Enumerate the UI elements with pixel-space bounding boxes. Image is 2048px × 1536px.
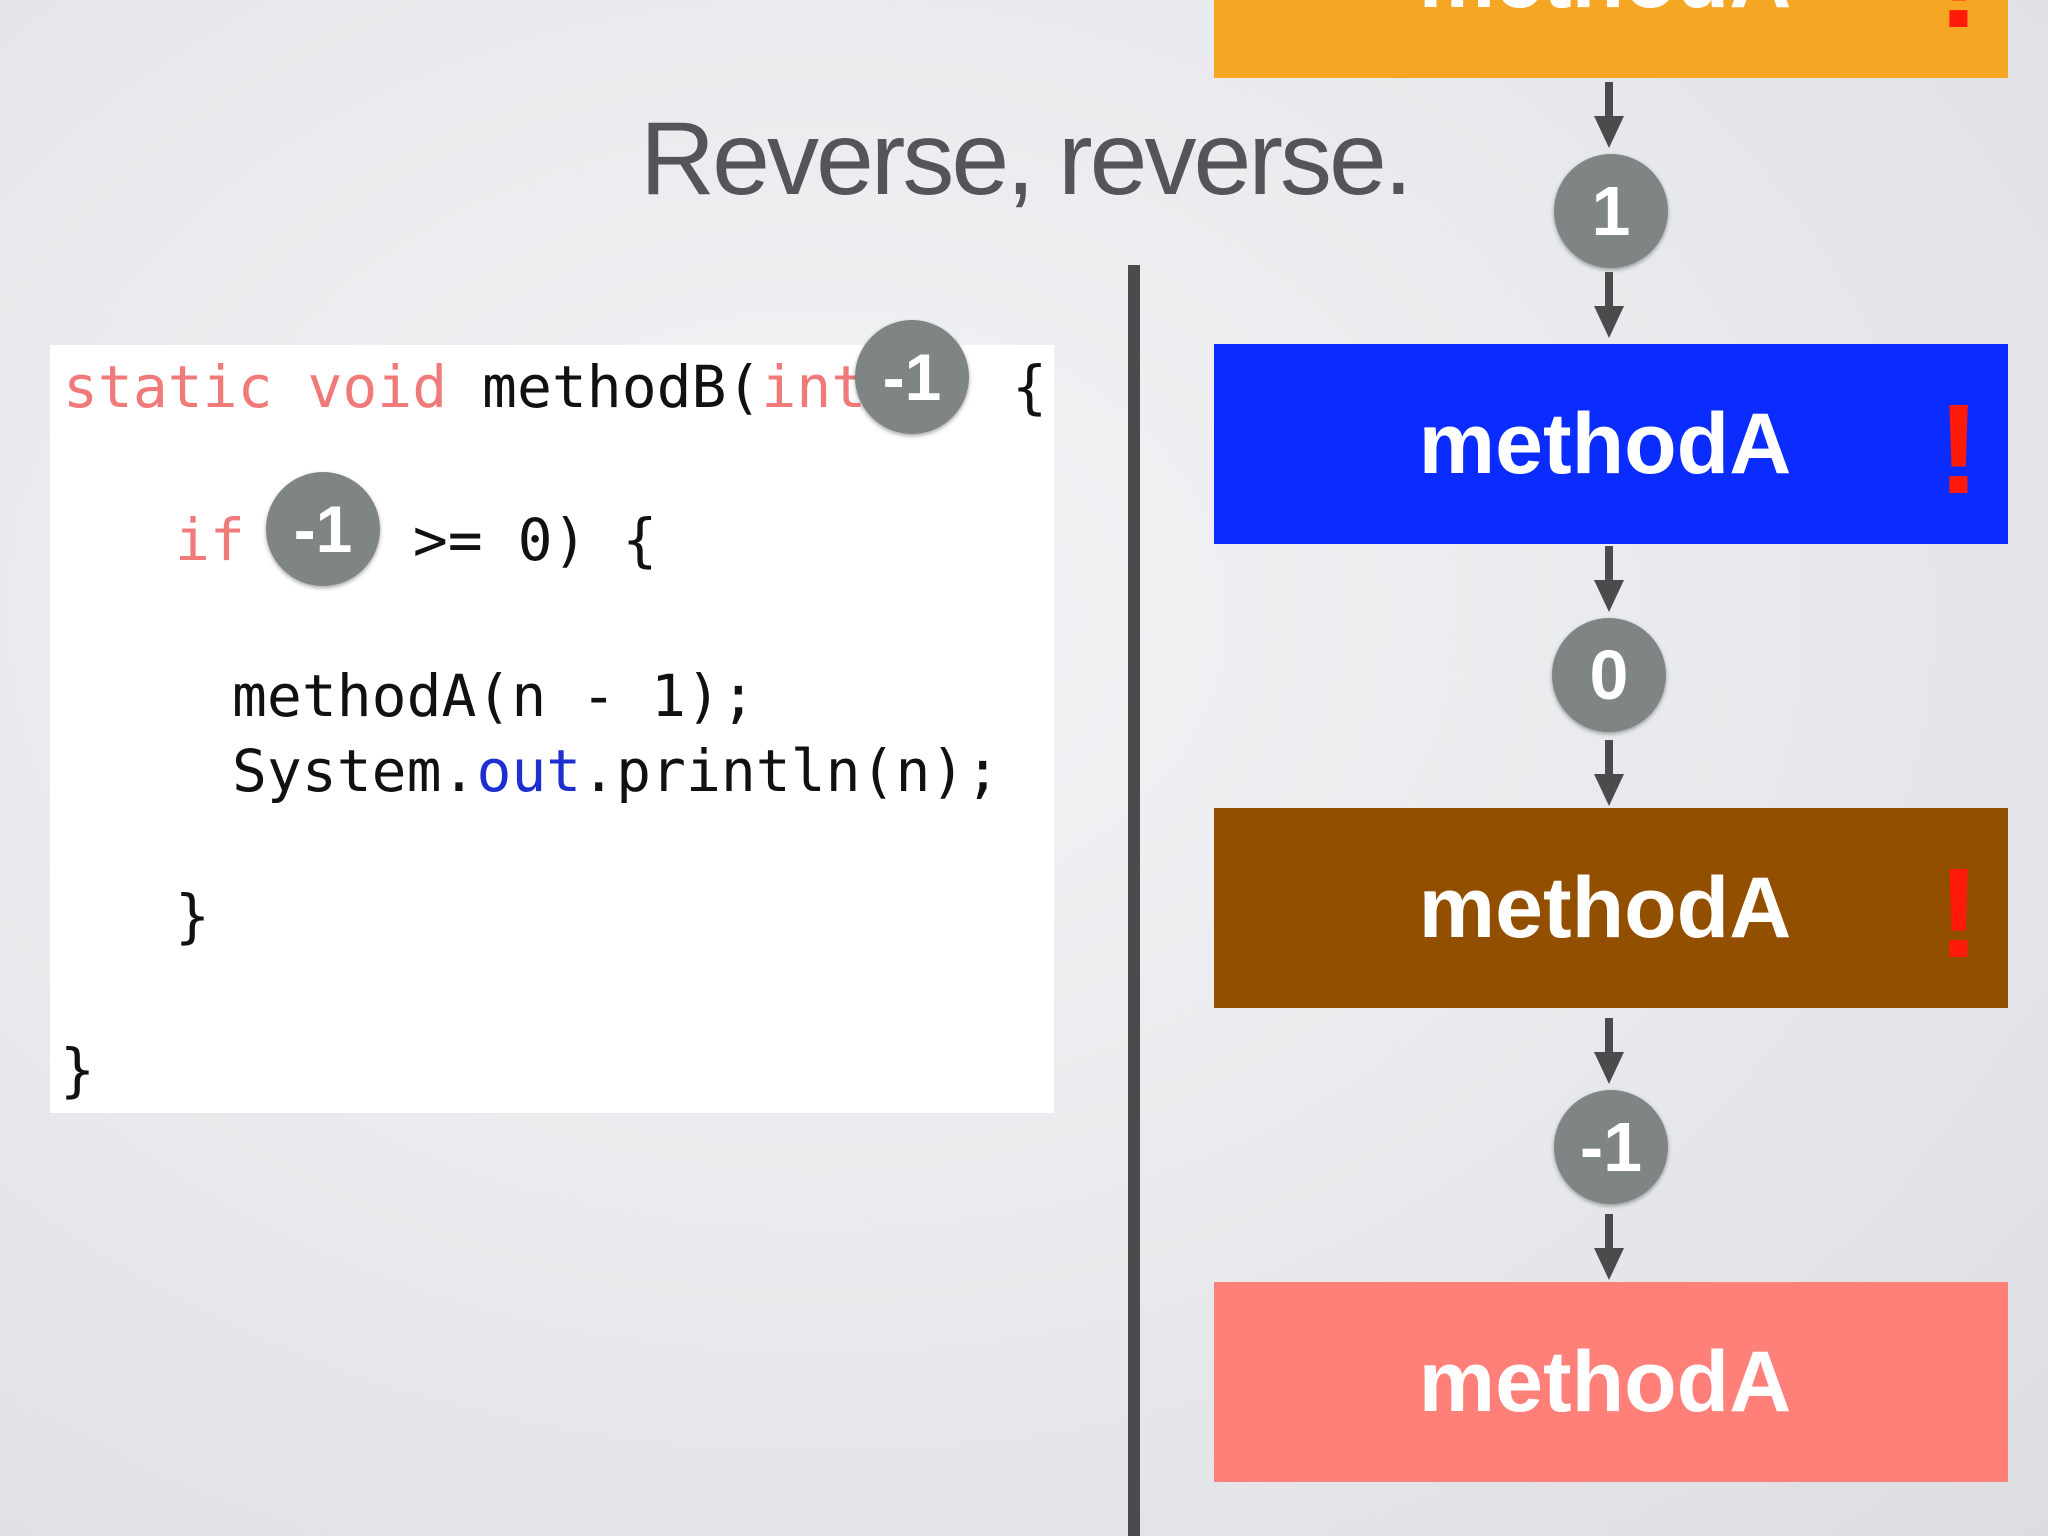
code-line-5: }	[175, 882, 210, 950]
arrow-down-icon	[1594, 546, 1624, 616]
stack-frame-1: methodA !	[1214, 0, 2008, 78]
keyword-static: static	[63, 353, 273, 421]
field-out: out	[476, 737, 582, 805]
keyword-void: void	[307, 353, 448, 421]
condition-rest: >= 0) {	[412, 506, 658, 574]
code-line-3: methodA(n - 1);	[232, 662, 756, 730]
println-call: .println(n);	[581, 737, 1001, 805]
vertical-divider	[1128, 265, 1140, 1536]
code-line-4: System.out.println(n);	[232, 738, 1000, 804]
stack-frame-4: methodA	[1214, 1282, 2008, 1482]
param-value-badge: -1	[855, 320, 969, 434]
stack-frame-3: methodA !	[1214, 808, 2008, 1008]
frame-label: methodA	[1418, 859, 1792, 956]
keyword-if: if	[175, 506, 245, 574]
code-panel: static void methodB(int { if >= 0) { metho…	[50, 345, 1054, 1113]
code-line-2: if >= 0) {	[175, 507, 657, 573]
arrow-down-icon	[1594, 1214, 1624, 1284]
arrow-down-icon	[1594, 82, 1624, 152]
condition-value-badge: -1	[266, 472, 380, 586]
exclamation-icon: !	[1937, 378, 1980, 521]
frame-label: methodA	[1418, 1333, 1792, 1430]
code-line-1: static void methodB(int {	[63, 354, 1047, 420]
stack-value-badge: 0	[1552, 618, 1666, 732]
arrow-down-icon	[1594, 1018, 1624, 1088]
stack-value-badge: -1	[1554, 1090, 1668, 1204]
stack-value-badge: 1	[1554, 154, 1668, 268]
stack-frame-2: methodA !	[1214, 344, 2008, 544]
keyword-int: int	[761, 353, 867, 421]
frame-label: methodA	[1418, 395, 1792, 492]
arrow-down-icon	[1594, 272, 1624, 342]
method-name: methodB(	[482, 353, 762, 421]
exclamation-icon: !	[1937, 842, 1980, 985]
exclamation-icon: !	[1937, 0, 1980, 48]
system-prefix: System.	[232, 737, 477, 805]
slide-title: Reverse, reverse.	[640, 101, 1413, 217]
frame-label: methodA	[1419, 0, 1792, 28]
code-line-6: }	[60, 1036, 95, 1104]
arrow-down-icon	[1594, 740, 1624, 810]
open-brace: {	[1012, 353, 1048, 421]
